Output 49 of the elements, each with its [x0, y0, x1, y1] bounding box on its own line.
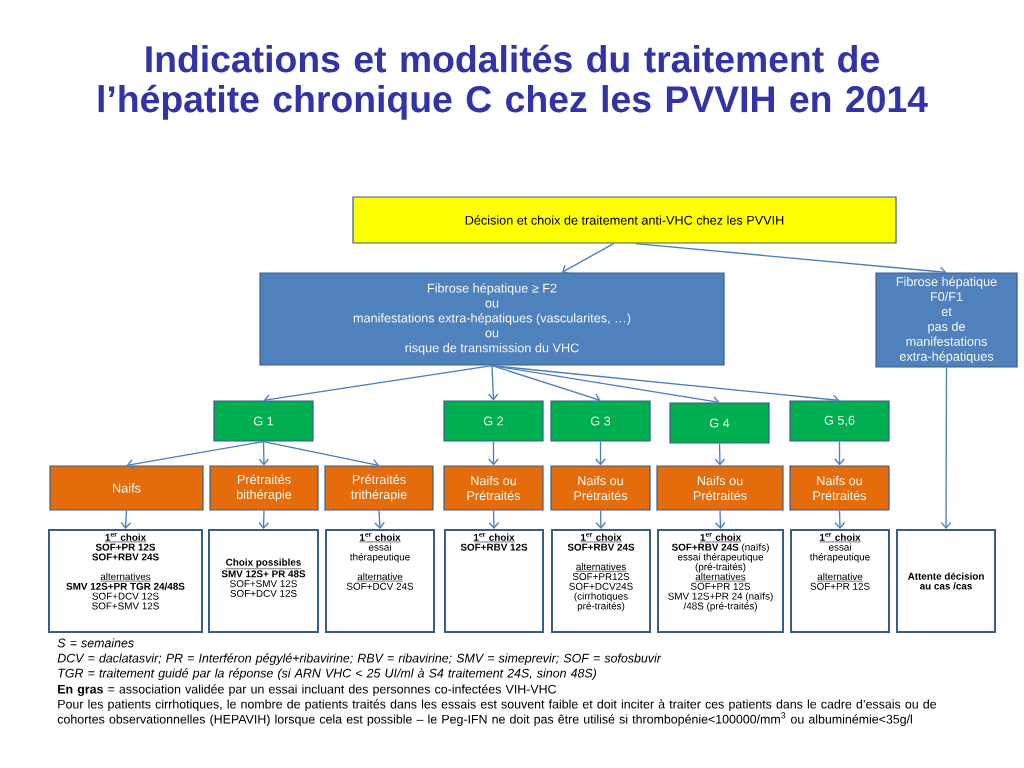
arrow [491, 364, 840, 406]
treatment-box: $\text{1}^{\text{er}}\ \text{choix}$ SOF+RBV 12S [444, 529, 544, 633]
arrow [488, 509, 500, 529]
arrow [714, 442, 726, 466]
patient-group-box: Prétraités trithérapie [324, 465, 434, 511]
patient-group-box: Prétraités bithérapie [209, 465, 319, 511]
criteria-box: Fibrose hépatique F0/F1 et pas de manifestations extra-hépatiques [875, 272, 1018, 368]
arrow [595, 440, 606, 466]
genotype-box: G 1 [213, 400, 314, 442]
patient-group-box: Naifs ou Prétraités [789, 465, 890, 511]
arrow [834, 509, 846, 529]
arrow [715, 509, 726, 529]
genotype-box: G 5,6 [789, 400, 890, 442]
footnote-text: Pour les patients cirrhotiques, le nombre de patients traités dans les essais est souvent faible et doit inciter à traiter ces patients dans le cadre d’essais ou de cohortes observationnelles (HEPAVIH) lorsque cela est possible – le Peg-IFN ne doit pas être utilisé si thrombopénie<100000/mm$^{3}$ ou albuminémie<35g/l [57, 699, 937, 727]
treatment-box: $\text{1}^{\text{er}}\ \text{choix}$ SOF+RBV 24S (naïfs) essai thérapeutique (pré-traités) alternatives SOF+PR 12S SMV 12S+PR 24 (naïfs) /48S (pré-traités) [657, 529, 784, 633]
patient-group-box: Naifs ou Prétraités [550, 465, 651, 511]
arrow [258, 440, 270, 466]
footnote-text: DCV = daclatasvir; PR = Interféron pégylé+ribavirine; RBV = ribavirine; SMV = simeprevir; SOF = sofosbuvir [57, 653, 662, 665]
arrow [126, 440, 265, 470]
arrow [488, 440, 499, 466]
title: Indications et modalités du traitement de l’hépatite chronique C chez les PVVIH en 2014 [98, 44, 928, 120]
decision-box: Décision et choix de traitement anti-VHC chez les PVVIH [352, 196, 897, 244]
treatment-box: Choix possibles SMV 12S+ PR 48S SOF+SMV 12S SOF+DCV 12S [208, 529, 319, 633]
patient-group-box: Naifs ou Prétraités [656, 465, 784, 511]
genotype-box: G 3 [550, 400, 651, 442]
arrow [595, 509, 607, 529]
footnote-text: TGR = traitement guidé par la réponse (si ARN VHC < 25 UI/ml à S4 traitement 24S, sinon 48S) [58, 668, 597, 680]
patient-group-box: Naifs [49, 465, 204, 511]
genotype-box: G 4 [669, 402, 770, 444]
arrow [491, 364, 720, 407]
arrow [262, 440, 379, 470]
patient-group-box: Naifs ou Prétraités [443, 465, 544, 511]
arrow [374, 509, 385, 529]
treatment-box: Attente décision au cas /cas [896, 529, 996, 633]
arrow [120, 509, 132, 529]
criteria-box: Fibrose hépatique ≥ F2 ou manifestations extra-hépatiques (vascularites, …) ou risque de transmission du VHC [259, 272, 725, 366]
arrow [834, 440, 845, 466]
arrow [487, 364, 499, 401]
arrow [263, 364, 493, 405]
genotype-box: G 2 [443, 400, 544, 442]
treatment-box: $\text{1}^{\text{er}}\ \text{choix}$ essai thérapeutique alternative SOF+PR 12S [790, 529, 890, 633]
footnote-text: En gras = association validée par un essai incluant des personnes co-infectées VIH-VHC [58, 684, 557, 697]
treatment-box: $\text{1}^{\text{er}}\ \text{choix}$ SOF+PR 12S SOF+RBV 24S alternatives SMV 12S+PR TGR 24/48S SOF+DCV 12S SOF+SMV 12S [48, 529, 203, 633]
arrow [634, 242, 947, 278]
treatment-box: $\text{1}^{\text{er}}\ \text{choix}$ essai thérapeutique alternative SOF+DCV 24S [325, 529, 435, 633]
arrow [561, 242, 615, 275]
treatment-box: $\text{1}^{\text{er}}\ \text{choix}$ SOF+RBV 24S alternatives SOF+PR12S SOF+DCV24S (cirrhotiques pré-traités) [551, 529, 651, 633]
arrow [258, 509, 269, 529]
arrow [940, 366, 952, 529]
